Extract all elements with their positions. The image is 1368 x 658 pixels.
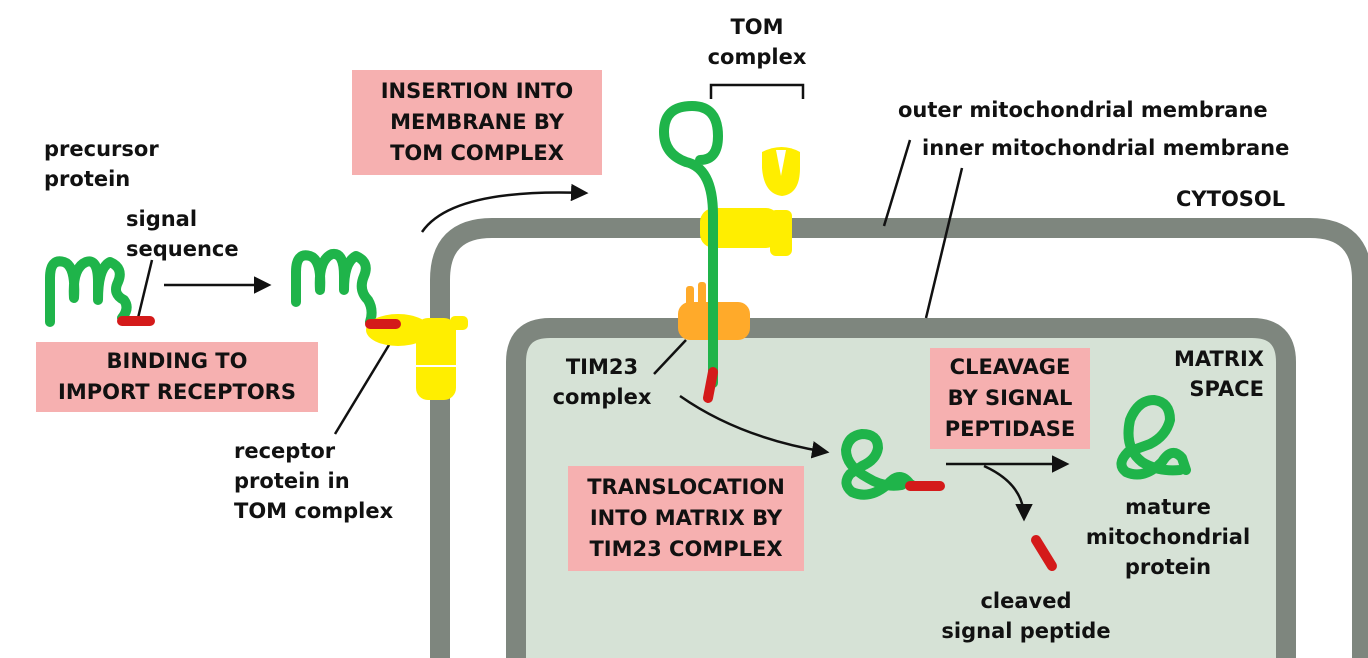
translocating-signal-sequence (703, 367, 718, 403)
cleaved-signal-peptide (1031, 535, 1057, 571)
binding-step-line-1: BINDING TO (106, 349, 248, 373)
cytosol-label: CYTOSOL (1176, 184, 1285, 214)
tim23-complex-line-1: TIM23 (565, 355, 639, 379)
inner-mitochondrial-membrane (506, 318, 1296, 658)
translocation-step-line-2: INTO MATRIX BY (589, 506, 783, 530)
translocating-protein-chain (659, 101, 723, 388)
tom-complex-label-line-2: complex (707, 45, 807, 69)
precursor-protein-label: precursor protein (44, 134, 159, 194)
inner-membrane-leader (924, 167, 964, 319)
tim23-subunit-b (698, 282, 706, 306)
insertion-step-box: INSERTION INTO MEMBRANE BY TOM COMPLEX (352, 70, 602, 175)
insertion-step-line-1: INSERTION INTO (380, 79, 574, 103)
tom-complex-channel (700, 208, 780, 248)
imported-protein-chain (841, 429, 917, 500)
binding-step-box: BINDING TO IMPORT RECEPTORS (36, 342, 318, 412)
receptor-protein-leader (333, 339, 394, 435)
signal-sequence-line-1: signal (126, 207, 198, 231)
matrix-space-fill (516, 328, 1286, 658)
bound-protein-chain (291, 248, 377, 327)
matrix-space-line-1: MATRIX (1173, 347, 1264, 371)
mature-protein-line-3: protein (1124, 555, 1212, 579)
tom-complex-label-line-1: TOM (730, 15, 784, 39)
tom-complex-label: TOM complex (700, 12, 814, 72)
matrix-space-line-2: SPACE (1189, 377, 1264, 401)
receptor-protein-line-1: receptor (234, 439, 336, 463)
tom-complex-bracket (709, 83, 805, 99)
insertion-step-line-2: MEMBRANE BY (390, 110, 564, 134)
tim23-complex-line-2: complex (552, 385, 652, 409)
receptor-protein-line-3: TOM complex (234, 499, 394, 523)
binding-step-line-2: IMPORT RECEPTORS (58, 380, 296, 404)
precursor-protein-line-2: protein (44, 167, 131, 191)
insertion-step-line-3: TOM COMPLEX (390, 141, 564, 165)
cleavage-step-line-1: CLEAVAGE (949, 355, 1071, 379)
cleaved-peptide-label: cleaved signal peptide (916, 586, 1136, 646)
mature-protein-chain (1116, 395, 1191, 480)
signal-sequence-line-2: sequence (126, 237, 239, 261)
inner-membrane-text: inner mitochondrial membrane (922, 136, 1290, 160)
receptor-protein-line-2: protein in (234, 469, 350, 493)
signal-sequence-leader (136, 259, 154, 319)
outer-mitochondrial-membrane (430, 218, 1368, 658)
cleaved-peptide-arrow (983, 464, 1033, 522)
precursor-protein-line-1: precursor (44, 137, 159, 161)
tom-receptor-stalk (770, 210, 792, 256)
tim23-complex-label: TIM23 complex (540, 352, 664, 412)
receptor-protein-label: receptor protein in TOM complex (234, 436, 393, 526)
inner-membrane-label: inner mitochondrial membrane (922, 133, 1289, 163)
cytosol-text: CYTOSOL (1176, 187, 1286, 211)
receptor-tom-subunit (416, 318, 456, 400)
cleavage-step-line-3: PEPTIDASE (944, 417, 1076, 441)
outer-membrane-leader (882, 139, 912, 227)
tim23-subunit-a (686, 286, 694, 306)
mature-protein-line-1: mature (1125, 495, 1211, 519)
cleavage-step-box: CLEAVAGE BY SIGNAL PEPTIDASE (930, 348, 1090, 449)
precursor-protein-chain (45, 256, 132, 327)
signal-sequence-label: signal sequence (126, 204, 239, 264)
insertion-arrow (420, 183, 589, 233)
translocation-step-line-1: TRANSLOCATION (587, 475, 785, 499)
cleaved-peptide-line-1: cleaved (980, 589, 1072, 613)
receptor-tom-cap (450, 316, 468, 330)
tim23-complex-leader (653, 339, 687, 375)
cleavage-step-line-2: BY SIGNAL (947, 386, 1073, 410)
mature-protein-label: mature mitochondrial protein (1068, 492, 1268, 582)
outer-membrane-label: outer mitochondrial membrane (898, 95, 1268, 125)
translocation-step-line-3: TIM23 COMPLEX (589, 537, 783, 561)
translocation-arrow (679, 394, 830, 459)
translocation-step-box: TRANSLOCATION INTO MATRIX BY TIM23 COMPL… (568, 466, 804, 571)
mature-protein-line-2: mitochondrial (1085, 525, 1251, 549)
cleaved-peptide-line-2: signal peptide (941, 619, 1111, 643)
matrix-space-label: MATRIX SPACE (1150, 344, 1264, 404)
tom-receptor-notch (776, 150, 786, 176)
outer-membrane-text: outer mitochondrial membrane (898, 98, 1268, 122)
